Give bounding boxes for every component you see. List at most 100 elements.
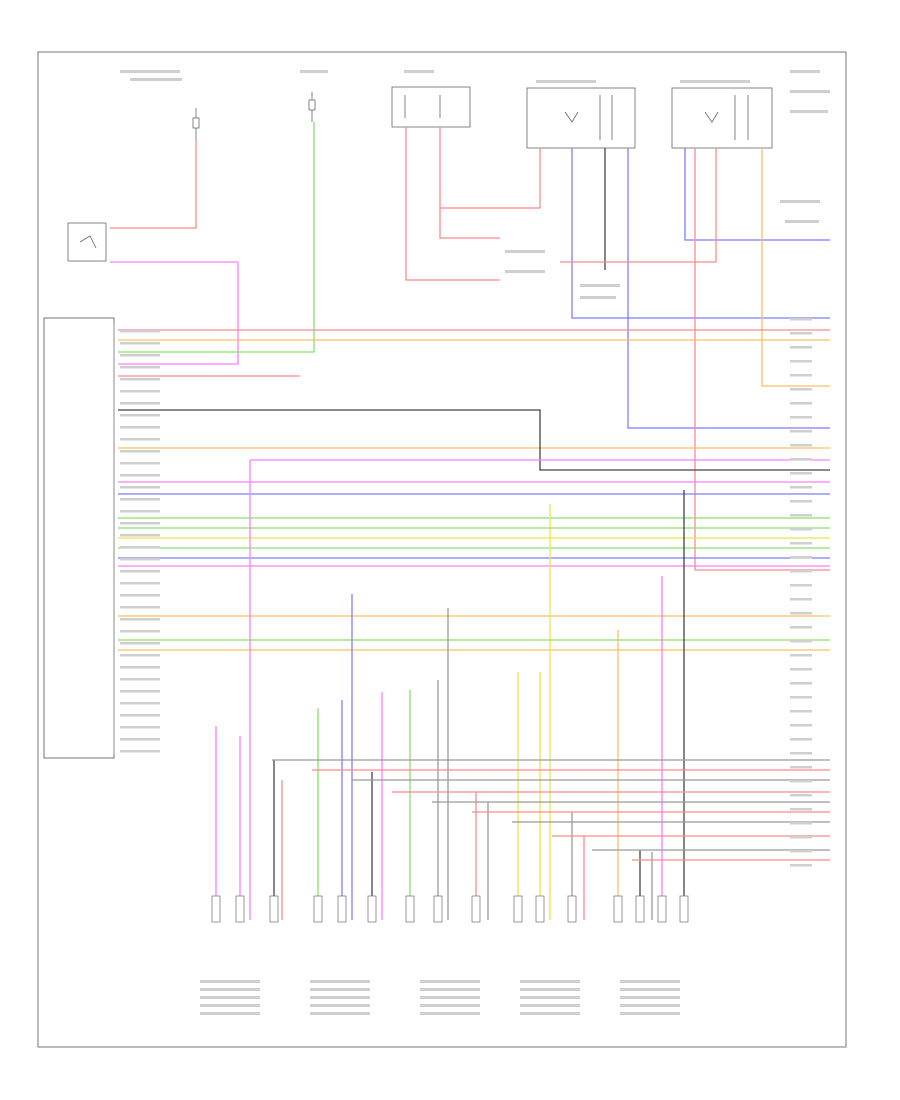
component-caption-5-5 (620, 1012, 680, 1015)
pin-label-7 (120, 402, 160, 405)
annotation-11 (505, 270, 545, 273)
bottom-connector-12 (567, 895, 577, 923)
bottom-connector-8 (433, 895, 443, 923)
wire-tag-19 (790, 570, 812, 573)
wire-tag-22 (790, 612, 812, 615)
wire-tag-21 (790, 598, 812, 601)
component-caption-2-4 (310, 1004, 370, 1007)
wire-tag-32 (790, 752, 812, 755)
wire-feed-d (405, 127, 500, 281)
pin-label-20 (120, 558, 160, 561)
wire-tag-38 (790, 836, 812, 839)
bottom-connector-15 (657, 895, 667, 923)
pin-label-5 (120, 378, 160, 381)
wire-tag-27 (790, 682, 812, 685)
pin-label-22 (120, 582, 160, 585)
wire-tag-28 (790, 696, 812, 699)
component-caption-1-2 (200, 988, 260, 991)
annotation-2 (130, 78, 182, 81)
wire-tag-9 (790, 430, 812, 433)
pin-label-26 (120, 630, 160, 633)
pin-label-34 (120, 726, 160, 729)
wire-tag-14 (790, 500, 812, 503)
annotation-marks (120, 70, 830, 1015)
annotation-8 (790, 90, 830, 93)
pin-label-24 (120, 606, 160, 609)
wire-tag-12 (790, 472, 812, 475)
component-caption-3-5 (420, 1012, 480, 1015)
component-caption-4-5 (520, 1012, 580, 1015)
bottom-connector-16 (679, 895, 689, 923)
bottom-connector-4 (313, 895, 323, 923)
wire-tag-34 (790, 780, 812, 783)
pin-label-25 (120, 618, 160, 621)
component-caption-5-1 (620, 980, 680, 983)
component-caption-5-2 (620, 988, 680, 991)
wire-tag-36 (790, 808, 812, 811)
annotation-14 (780, 200, 820, 203)
component-caption-1-4 (200, 1004, 260, 1007)
relay-right (671, 87, 773, 149)
wire-feed-c (118, 122, 315, 353)
wire-feed-e (439, 127, 500, 239)
wire-tag-1 (790, 318, 812, 321)
bottom-connector-2 (235, 895, 245, 923)
component-caption-2-1 (310, 980, 370, 983)
pin-label-2 (120, 342, 160, 345)
component-caption-3-1 (420, 980, 480, 983)
component-caption-5-4 (620, 1004, 680, 1007)
wire-relay-g (694, 148, 830, 571)
pin-label-11 (120, 450, 160, 453)
switch-component-left (67, 222, 107, 262)
bottom-connector-6 (367, 895, 377, 923)
component-caption-3-2 (420, 988, 480, 991)
wire-tag-16 (790, 528, 812, 531)
wire-feed-b (110, 261, 239, 365)
pin-label-10 (120, 438, 160, 441)
wire-harness (110, 122, 830, 920)
pin-label-23 (120, 594, 160, 597)
wire-tag-15 (790, 514, 812, 517)
wire-tag-23 (790, 626, 812, 629)
wire-tag-17 (790, 542, 812, 545)
bottom-connector-9 (471, 895, 481, 923)
wire-tag-7 (790, 402, 812, 405)
wire-relay-d (684, 148, 830, 241)
bottom-connector-row (211, 895, 689, 923)
pin-label-3 (120, 354, 160, 357)
pin-label-9 (120, 426, 160, 429)
pin-label-13 (120, 474, 160, 477)
wire-relay-f (761, 148, 830, 387)
pin-label-12 (120, 462, 160, 465)
diagram-frame (37, 51, 847, 1048)
pin-label-29 (120, 666, 160, 669)
wire-tag-24 (790, 640, 812, 643)
annotation-15 (785, 220, 819, 223)
wire-tag-39 (790, 850, 812, 853)
annotation-6 (680, 80, 750, 83)
wire-tag-40 (790, 864, 812, 867)
wire-tag-26 (790, 668, 812, 671)
wire-tag-29 (790, 710, 812, 713)
component-caption-3-4 (420, 1004, 480, 1007)
wire-tag-35 (790, 794, 812, 797)
pin-label-35 (120, 738, 160, 741)
annotation-3 (300, 70, 328, 73)
wire-tag-37 (790, 822, 812, 825)
annotation-5 (536, 80, 596, 83)
annotation-1 (120, 70, 180, 73)
pin-label-21 (120, 570, 160, 573)
component-caption-2-2 (310, 988, 370, 991)
component-caption-3-3 (420, 996, 480, 999)
bottom-connector-5 (337, 895, 347, 923)
wire-tag-31 (790, 738, 812, 741)
wire-tag-30 (790, 724, 812, 727)
bottom-connector-13 (613, 895, 623, 923)
pin-label-1 (120, 330, 160, 333)
fuse-box-top (391, 86, 471, 128)
wire-tag-25 (790, 654, 812, 657)
wire-tag-13 (790, 486, 812, 489)
component-caption-4-1 (520, 980, 580, 983)
wire-tag-2 (790, 332, 812, 335)
component-caption-4-4 (520, 1004, 580, 1007)
